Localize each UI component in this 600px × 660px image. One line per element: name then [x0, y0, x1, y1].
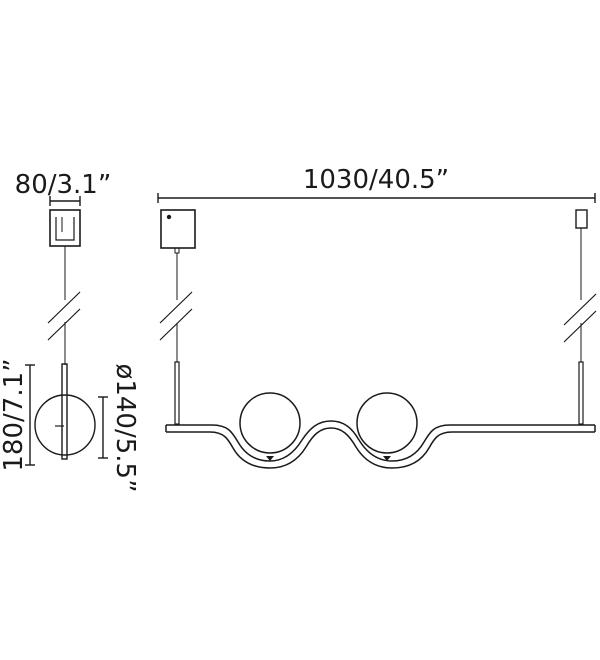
overall-length-label: 1030/40.5” — [303, 165, 449, 195]
front-rod-right — [578, 361, 584, 425]
side-stem — [61, 363, 68, 460]
front-wire-left-break-2 — [159, 308, 193, 341]
side-globe — [34, 394, 96, 456]
front-wire-right-break-2 — [563, 310, 597, 343]
front-rod-left — [174, 361, 180, 425]
side-wire-break-1 — [47, 291, 81, 324]
side-view: 80/3.1” 180/7.1” ø140/5.5” — [0, 170, 140, 493]
side-wire-break-2 — [47, 308, 81, 341]
globe-left — [239, 392, 301, 454]
globe-left-holder — [266, 456, 274, 461]
front-canopy-left — [160, 209, 196, 249]
front-canopy-right — [575, 209, 588, 229]
wavy-bar-top — [166, 420, 595, 462]
wavy-bar-bottom — [166, 427, 595, 469]
globe-right-holder — [383, 456, 391, 461]
front-wire-right-break-1 — [563, 293, 597, 326]
globe-diameter-label: ø140/5.5” — [110, 363, 140, 492]
height-label: 180/7.1” — [0, 358, 29, 471]
front-canopy-screw — [166, 214, 172, 220]
canopy-width-label: 80/3.1” — [15, 170, 112, 200]
side-canopy-inner — [55, 217, 75, 241]
globe-right — [356, 392, 418, 454]
front-wire-left-break-1 — [159, 291, 193, 324]
front-view: 1030/40.5” — [157, 165, 597, 469]
